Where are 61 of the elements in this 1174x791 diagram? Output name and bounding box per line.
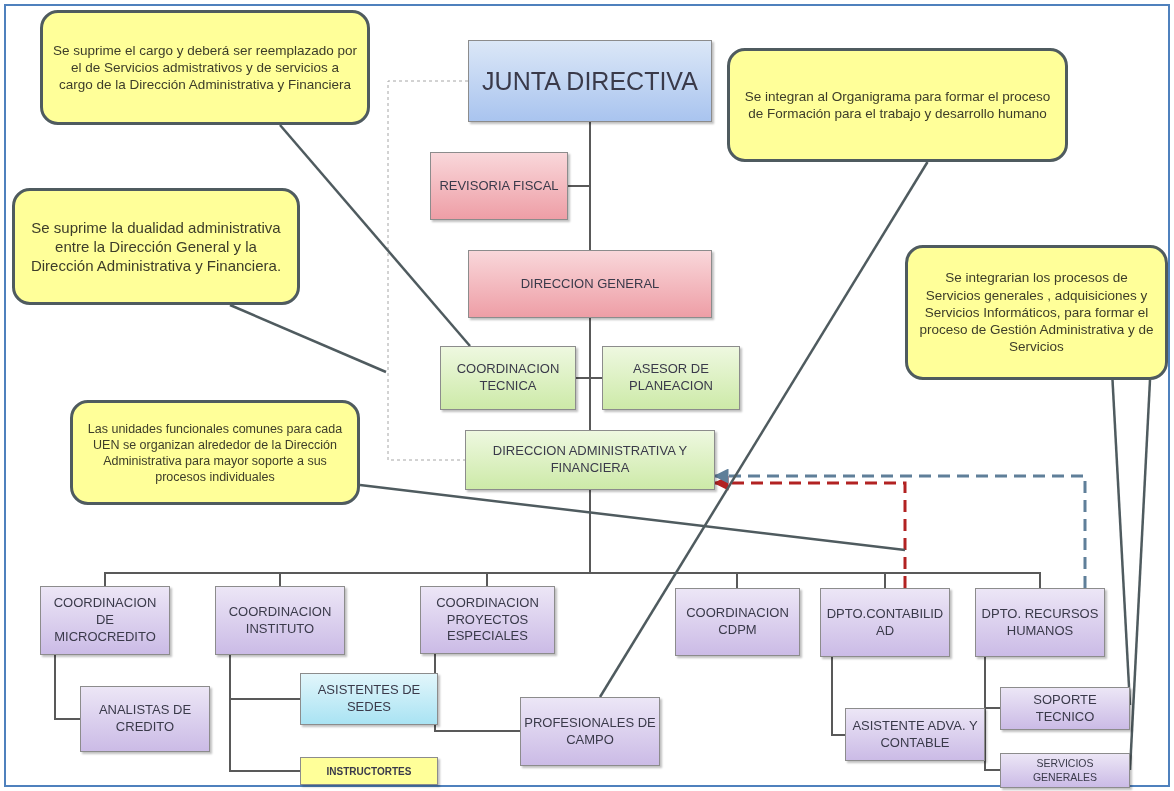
position-box: [80, 686, 210, 752]
position-label: DIRECCION GENERAL: [520, 275, 660, 293]
leader-line: [598, 161, 929, 698]
position-label: SOPORTE TECNICO: [1032, 691, 1098, 726]
position-box: [1000, 753, 1130, 788]
position-label: PROFESIONALES DE CAMPO: [524, 714, 656, 749]
dotted-line: [387, 80, 469, 461]
position-box: [602, 346, 740, 410]
position-label: COORDINACION TECNICA: [455, 361, 561, 395]
callout-text: Las unidades funcionales comunes para cada UEN se organizan alrededor de la Dirección Administrativa para mayor soporte a sus procesos individuales: [86, 420, 344, 485]
position-box: [300, 673, 438, 725]
position-label: ANALISTAS DE CREDITO: [97, 702, 193, 736]
position-box: [430, 152, 568, 220]
position-box: [300, 757, 438, 785]
callout-box: [905, 245, 1168, 380]
callout-text: Se integrarian los procesos de Servicios generales , adquisiciones y Servicios Informáticos, para formar el proceso de Gestión Administrativa y de Servicios: [918, 269, 1155, 356]
callout-text: Se suprime la dualidad administrativa entre la Dirección General y la Dirección Administrativa y Financiera.: [29, 217, 283, 276]
connector-line: [54, 654, 81, 720]
position-label: COORDINACION DE MICROCREDITO: [52, 595, 158, 646]
position-box: [1000, 687, 1130, 730]
position-box: [468, 40, 712, 122]
leader-line: [229, 303, 387, 374]
position-box: [845, 708, 985, 761]
callout-text: Se suprime el cargo y deberá ser reemplazado por el de Servicios admistrativos y de servicios a cargo de la Dirección Administrativa y Financiera: [53, 41, 357, 94]
position-label: DPTO.CONTABILID AD: [825, 605, 945, 640]
dashed-arrow: [713, 468, 1087, 588]
leader-line: [1128, 379, 1152, 771]
position-label: ASESOR DE PLANEACION: [628, 361, 714, 395]
callout-box: [12, 188, 300, 305]
position-label: ASISTENTES DE SEDES: [316, 682, 422, 716]
position-label: COORDINACION CDPM: [685, 605, 790, 639]
position-box: [215, 586, 345, 655]
leader-line: [359, 483, 906, 552]
position-label: SERVICIOS GENERALES: [1031, 756, 1099, 785]
position-label: ASISTENTE ADVA. Y CONTABLE: [851, 717, 979, 752]
connector-line: [589, 121, 591, 251]
position-box: [520, 697, 660, 766]
position-box: [820, 588, 950, 657]
connector-line: [831, 656, 846, 736]
connector-line: [229, 654, 301, 772]
callout-box: [727, 48, 1068, 162]
position-label: DPTO. RECURSOS HUMANOS: [980, 605, 1100, 640]
position-box: [40, 586, 170, 655]
position-box: [420, 586, 555, 654]
callout-text: Se integran al Organigrama para formar el proceso de Formación para el trabajo y desarrollo humano: [743, 87, 1052, 123]
leader-line: [279, 124, 471, 347]
position-box: [440, 346, 576, 410]
leader-line: [1111, 379, 1132, 706]
position-label: COORDINACION PROYECTOS ESPECIALES: [435, 594, 540, 646]
callout-box: [70, 400, 360, 505]
position-box: [465, 430, 715, 490]
position-label: DIRECCION ADMINISTRATIVA Y FINANCIERA: [491, 443, 689, 477]
position-box: [675, 588, 800, 656]
callout-box: [40, 10, 370, 125]
position-label: JUNTA DIRECTIVA: [482, 65, 698, 97]
position-box: [975, 588, 1105, 657]
position-label: INSTRUCTORTES: [326, 764, 412, 778]
position-label: REVISORIA FISCAL: [439, 177, 559, 195]
position-label: COORDINACION INSTITUTO: [227, 603, 333, 638]
position-box: [468, 250, 712, 318]
connector-line: [589, 317, 591, 431]
